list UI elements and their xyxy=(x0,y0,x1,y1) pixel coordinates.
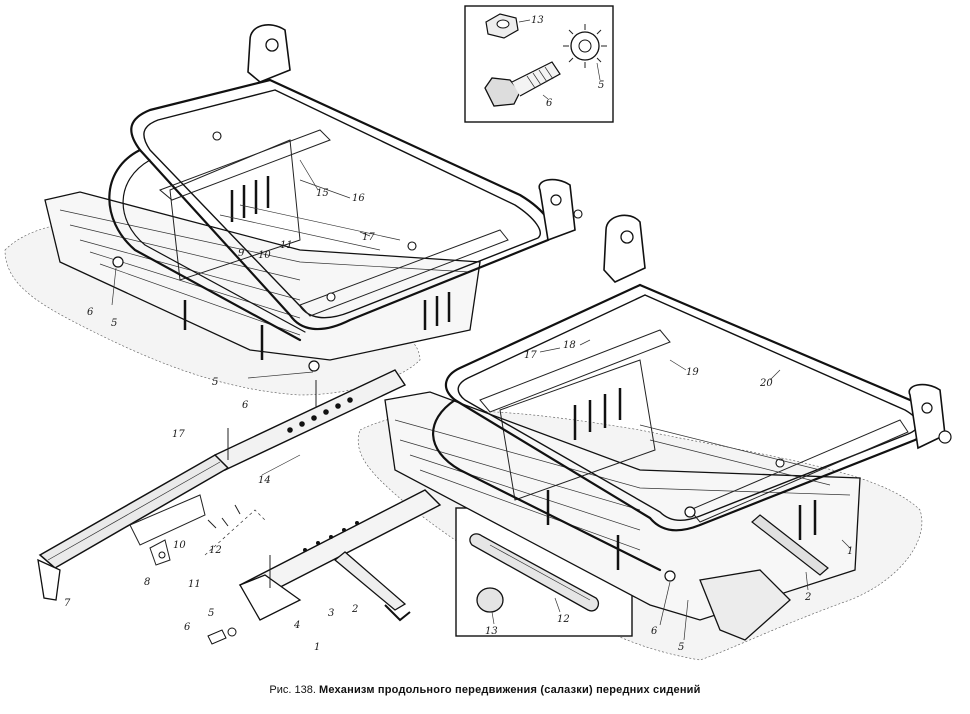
inset-fasteners xyxy=(464,5,614,123)
right-seat-base-box xyxy=(384,391,861,621)
callout-labels: 13 6 5 15 16 17 9 10 11 6 5 5 6 17 18 19… xyxy=(64,15,853,653)
callout: 11 xyxy=(188,579,201,590)
right-box-slots xyxy=(546,388,817,570)
cap-ball-icon xyxy=(476,587,504,613)
callout: 17 xyxy=(524,350,537,361)
callout: 10 xyxy=(173,540,186,551)
callout: 17 xyxy=(172,429,185,440)
callout: 15 xyxy=(316,188,329,199)
left-rail-lower xyxy=(299,229,509,317)
callout: 6 xyxy=(242,400,249,411)
left-hinge-lug-side xyxy=(538,178,583,242)
left-hinge-lug-rear xyxy=(247,24,291,83)
callout: 3 xyxy=(328,608,334,619)
rail-lower-channel xyxy=(38,454,230,569)
toothed-washer-icon xyxy=(563,24,607,68)
figure-caption: Рис. 138. Механизм продольного передвиже… xyxy=(0,684,970,696)
release-lever-handle xyxy=(333,551,407,611)
center-rail-bracket xyxy=(239,574,302,621)
callout: 9 xyxy=(238,248,245,259)
callout: 5 xyxy=(208,608,214,619)
callout: 14 xyxy=(258,475,271,486)
callout: 13 xyxy=(531,15,544,26)
callout: 17 xyxy=(362,232,375,243)
left-seat-base-box xyxy=(44,191,481,361)
callout: 16 xyxy=(352,193,365,204)
callout: 5 xyxy=(111,318,117,329)
leader-lines xyxy=(111,159,851,641)
callout: 4 xyxy=(293,620,300,631)
callout: 6 xyxy=(87,307,94,318)
callout: 2 xyxy=(804,592,811,603)
left-seat-assembly xyxy=(44,24,583,372)
callout: 10 xyxy=(258,250,271,261)
center-slide-rail-assembly xyxy=(207,489,442,645)
nut-icon xyxy=(485,13,519,39)
callout: 7 xyxy=(64,598,71,609)
pin-rod-icon xyxy=(469,533,600,612)
left-rail-upper xyxy=(159,129,331,201)
right-seat-assembly xyxy=(384,214,952,641)
callout: 8 xyxy=(144,577,150,588)
left-slide-rail-assembly xyxy=(37,369,407,601)
callout: 1 xyxy=(847,546,853,557)
right-hinge-lug-side xyxy=(908,383,952,450)
figure-title: Механизм продольного передвижения (салаз… xyxy=(318,684,701,696)
callout: 6 xyxy=(651,626,658,637)
left-box-slots xyxy=(183,176,451,360)
rail-end-bracket-7 xyxy=(37,558,61,601)
right-hinge-lug-rear xyxy=(603,214,646,283)
callout: 20 xyxy=(759,378,773,389)
figure-number: Рис. 138. xyxy=(269,684,316,696)
callout: 13 xyxy=(485,626,498,637)
callout: 5 xyxy=(212,377,218,388)
bolt-icon xyxy=(484,61,561,107)
callout: 2 xyxy=(351,604,358,615)
bolt-6-small xyxy=(207,629,227,645)
callout: 6 xyxy=(546,98,553,109)
washer-5-small xyxy=(227,627,237,637)
callout: 11 xyxy=(280,240,293,251)
callout: 5 xyxy=(598,80,604,91)
right-lever-rod xyxy=(751,514,829,576)
right-lower-rail xyxy=(699,569,791,641)
right-rail-lower xyxy=(689,419,909,523)
callout: 19 xyxy=(686,367,699,378)
callout: 1 xyxy=(314,642,320,653)
right-rail-upper xyxy=(479,329,671,413)
callout: 5 xyxy=(678,642,684,653)
callout: 12 xyxy=(209,545,222,556)
callout: 12 xyxy=(557,614,570,625)
callout: 18 xyxy=(563,340,576,351)
callout: 6 xyxy=(184,622,191,633)
